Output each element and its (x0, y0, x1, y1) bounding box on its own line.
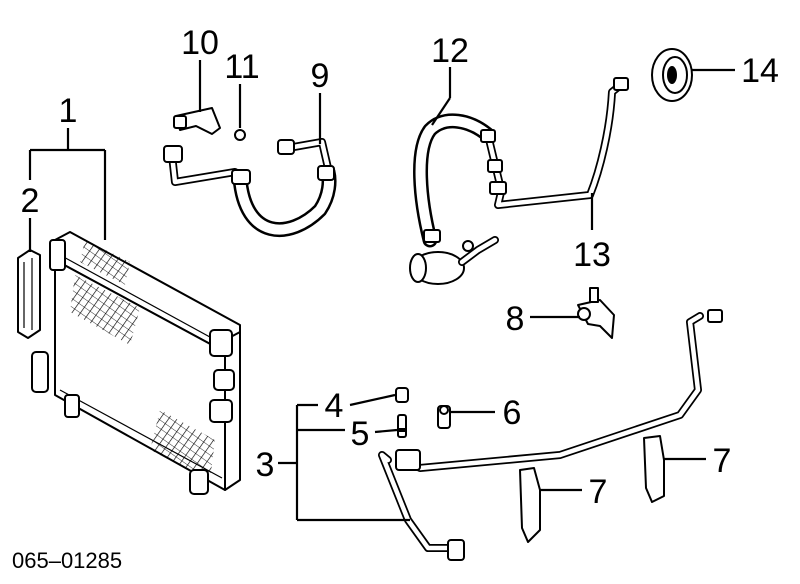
pipe-part-13 (489, 77, 629, 209)
side-seal-part (17, 249, 41, 339)
hose-part-9 (163, 138, 337, 237)
callout-9: 9 (311, 57, 330, 95)
callout-10: 10 (181, 24, 219, 62)
callout-8: 8 (506, 300, 525, 338)
callout-6: 6 (503, 394, 522, 432)
seal-part-14 (651, 48, 693, 102)
fitting-part-8 (577, 287, 615, 339)
callout-13: 13 (573, 236, 611, 274)
callout-5: 5 (351, 415, 370, 453)
callout-7a: 7 (589, 473, 608, 511)
hose-part-12 (409, 113, 504, 285)
callout-2: 2 (21, 182, 40, 220)
liquid-line-part-3 (378, 309, 723, 561)
clamp-part-7b (643, 435, 665, 503)
callout-4: 4 (325, 387, 344, 425)
callout-14: 14 (741, 52, 779, 90)
condenser-part (31, 231, 241, 495)
clamp-part-7a (519, 467, 541, 543)
bolt-part-11 (234, 129, 246, 141)
callout-11: 11 (224, 48, 259, 86)
bracket-part-10 (173, 107, 221, 135)
callout-3: 3 (256, 446, 275, 484)
leader-lines (28, 60, 735, 522)
diagram-code: 065–01285 (12, 548, 122, 573)
callout-1: 1 (59, 92, 78, 130)
switch-part-6 (437, 405, 451, 429)
callout-12: 12 (431, 32, 469, 70)
callouts: 1 2 3 4 5 6 7 7 8 9 10 11 12 13 14 (21, 24, 779, 511)
callout-7b: 7 (713, 442, 732, 480)
cap-part-4 (395, 387, 409, 403)
valve-part-5 (397, 414, 407, 438)
